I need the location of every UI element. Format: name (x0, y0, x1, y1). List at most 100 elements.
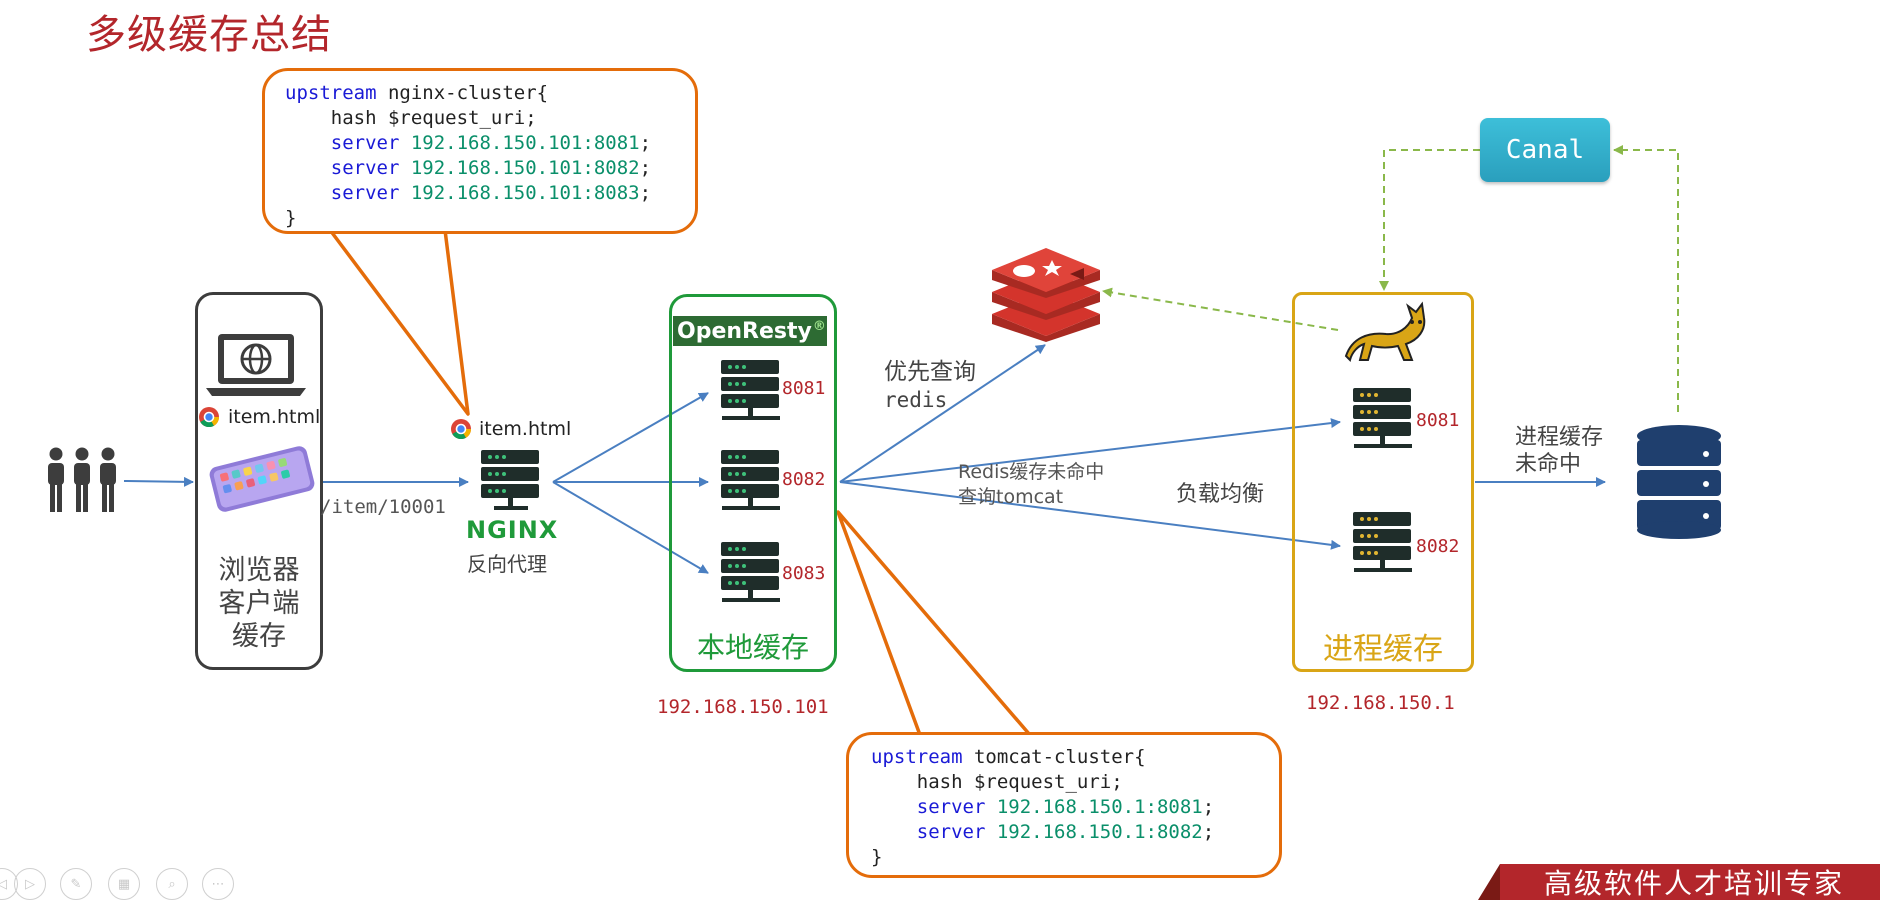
dashed-tomcat-redis (1102, 287, 1339, 331)
nginx-code-token: 192.168.150.101:8082 (399, 157, 640, 179)
openresty-reg-mark: ® (812, 318, 826, 334)
nginx-code-token (285, 132, 331, 154)
mobile-phone-icon (209, 446, 315, 512)
openresty-brand: OpenResty (677, 318, 812, 344)
chrome-icon (199, 407, 220, 428)
browser-cache-panel (195, 292, 323, 670)
openresty-port-8081: 8081 (782, 378, 826, 399)
browser-caption-line-3: 缓存 (232, 621, 286, 652)
tomcat-code-line: hash $request_uri; (871, 770, 1279, 795)
tomcat-code-token: server (916, 821, 986, 843)
redis-miss-line-2: 查询tomcat (958, 486, 1064, 508)
tomcat-code-token: ; (1202, 821, 1215, 843)
nginx-code-token: server (330, 132, 400, 154)
nginx-caption: 反向代理 (467, 552, 547, 576)
tomcat-code-line: } (871, 845, 1279, 870)
nginx-code-token: ; (639, 157, 652, 179)
tomcat-server-icon-8081 (1353, 388, 1412, 448)
tomcat-code-token: ; (1202, 796, 1215, 818)
nginx-code-token: 192.168.150.101:8081 (399, 132, 640, 154)
canal-node: Canal (1480, 118, 1610, 182)
openresty-server-icon-8083 (721, 542, 780, 602)
openresty-ip: 192.168.150.101 (657, 696, 829, 718)
openresty-panel (669, 294, 837, 672)
arrow-nginx-8083 (552, 481, 709, 574)
tomcat-code-token: upstream (871, 746, 963, 768)
nginx-code-token: nginx-cluster{ (376, 82, 549, 104)
arrow-openresty-redis (839, 344, 1046, 483)
redis-miss-label: Redis缓存未命中 查询tomcat (958, 460, 1104, 510)
tomcat-code-token: server (916, 796, 986, 818)
tomcat-icon (1344, 301, 1426, 362)
redis-query-line-2: redis (884, 388, 948, 412)
laptop-globe-icon (206, 334, 306, 396)
nginx-item-label: item.html (479, 418, 572, 440)
tomcat-port-8082: 8082 (1416, 536, 1460, 557)
more-icon[interactable]: ⋯ (202, 868, 234, 900)
nginx-code-token: server (330, 157, 400, 179)
nginx-code-token: upstream (285, 82, 377, 104)
browser-item-label: item.html (228, 406, 321, 428)
nginx-code-token: 192.168.150.101:8083 (399, 182, 640, 204)
chrome-icon (451, 419, 472, 440)
request-path-label: /item/10001 (320, 496, 446, 518)
nginx-code-line: server 192.168.150.101:8083; (285, 181, 695, 206)
nginx-code-token (285, 182, 331, 204)
tomcat-upstream-code: upstream tomcat-cluster{ hash $request_u… (871, 745, 1279, 870)
tomcat-code-line: upstream tomcat-cluster{ (871, 745, 1279, 770)
redis-query-line-1: 优先查询 (884, 359, 976, 385)
tomcat-server-icon-8082 (1353, 512, 1412, 572)
nginx-code-token: server (330, 182, 400, 204)
tomcat-ip: 192.168.150.1 (1306, 692, 1455, 714)
page-title: 多级缓存总结 (86, 12, 332, 58)
load-balance-label: 负载均衡 (1176, 482, 1265, 507)
browser-caption-line-1: 浏览器 (218, 555, 300, 586)
tomcat-upstream-callout: upstream tomcat-cluster{ hash $request_u… (846, 732, 1282, 878)
nginx-code-token: } (285, 207, 297, 229)
dashed-canal-tomcat (1379, 149, 1480, 291)
nginx-code-line: server 192.168.150.101:8082; (285, 156, 695, 181)
nginx-code-token: hash $request_uri; (285, 107, 537, 129)
nginx-code-line: upstream nginx-cluster{ (285, 81, 695, 106)
nginx-code-token (285, 157, 331, 179)
openresty-port-8082: 8082 (782, 469, 826, 490)
nginx-code-token: ; (639, 132, 652, 154)
openresty-brand-bar: OpenResty® (673, 316, 827, 346)
play-icon[interactable]: ▷ (14, 868, 46, 900)
tomcat-code-line: server 192.168.150.1:8082; (871, 820, 1279, 845)
dashed-db-canal (1613, 145, 1679, 412)
arrow-openresty-tomcat-8082 (839, 481, 1341, 550)
openresty-server-icon-8082 (721, 450, 780, 510)
browser-caption-line-2: 客户端 (218, 588, 300, 619)
arrow-nginx-8081 (552, 392, 709, 483)
redis-query-label: 优先查询 redis (884, 358, 976, 414)
process-miss-line-1: 进程缓存 (1515, 425, 1604, 450)
nginx-server-icon (481, 450, 539, 510)
users-icon (48, 447, 116, 512)
tomcat-code-token (871, 796, 917, 818)
browser-cache-caption: 浏览器 客户端 缓存 (198, 554, 320, 653)
footer-slogan: 高级软件人才培训专家 (1500, 864, 1880, 900)
tomcat-code-token (871, 821, 917, 843)
nginx-code-line: server 192.168.150.101:8081; (285, 131, 695, 156)
process-miss-line-2: 未命中 (1515, 452, 1582, 477)
tomcat-code-token: tomcat-cluster{ (962, 746, 1146, 768)
tomcat-code-token: hash $request_uri; (871, 771, 1123, 793)
slides-icon[interactable]: ▦ (108, 868, 140, 900)
openresty-server-icon-8081 (721, 360, 780, 420)
tomcat-code-token: 192.168.150.1:8082 (985, 821, 1203, 843)
redis-miss-line-1: Redis缓存未命中 (958, 461, 1105, 483)
tomcat-caption: 进程缓存 (1323, 632, 1443, 667)
zoom-icon[interactable]: ⌕ (156, 868, 188, 900)
tomcat-port-8081: 8081 (1416, 410, 1460, 431)
nginx-code-token: ; (639, 182, 652, 204)
nginx-upstream-code: upstream nginx-cluster{ hash $request_ur… (285, 81, 695, 231)
pen-icon[interactable]: ✎ (60, 868, 92, 900)
tomcat-code-line: server 192.168.150.1:8081; (871, 795, 1279, 820)
openresty-port-8083: 8083 (782, 563, 826, 584)
arrow-users-browser (123, 476, 194, 487)
nginx-code-line: } (285, 206, 695, 231)
database-icon (1637, 425, 1721, 539)
nginx-code-line: hash $request_uri; (285, 106, 695, 131)
